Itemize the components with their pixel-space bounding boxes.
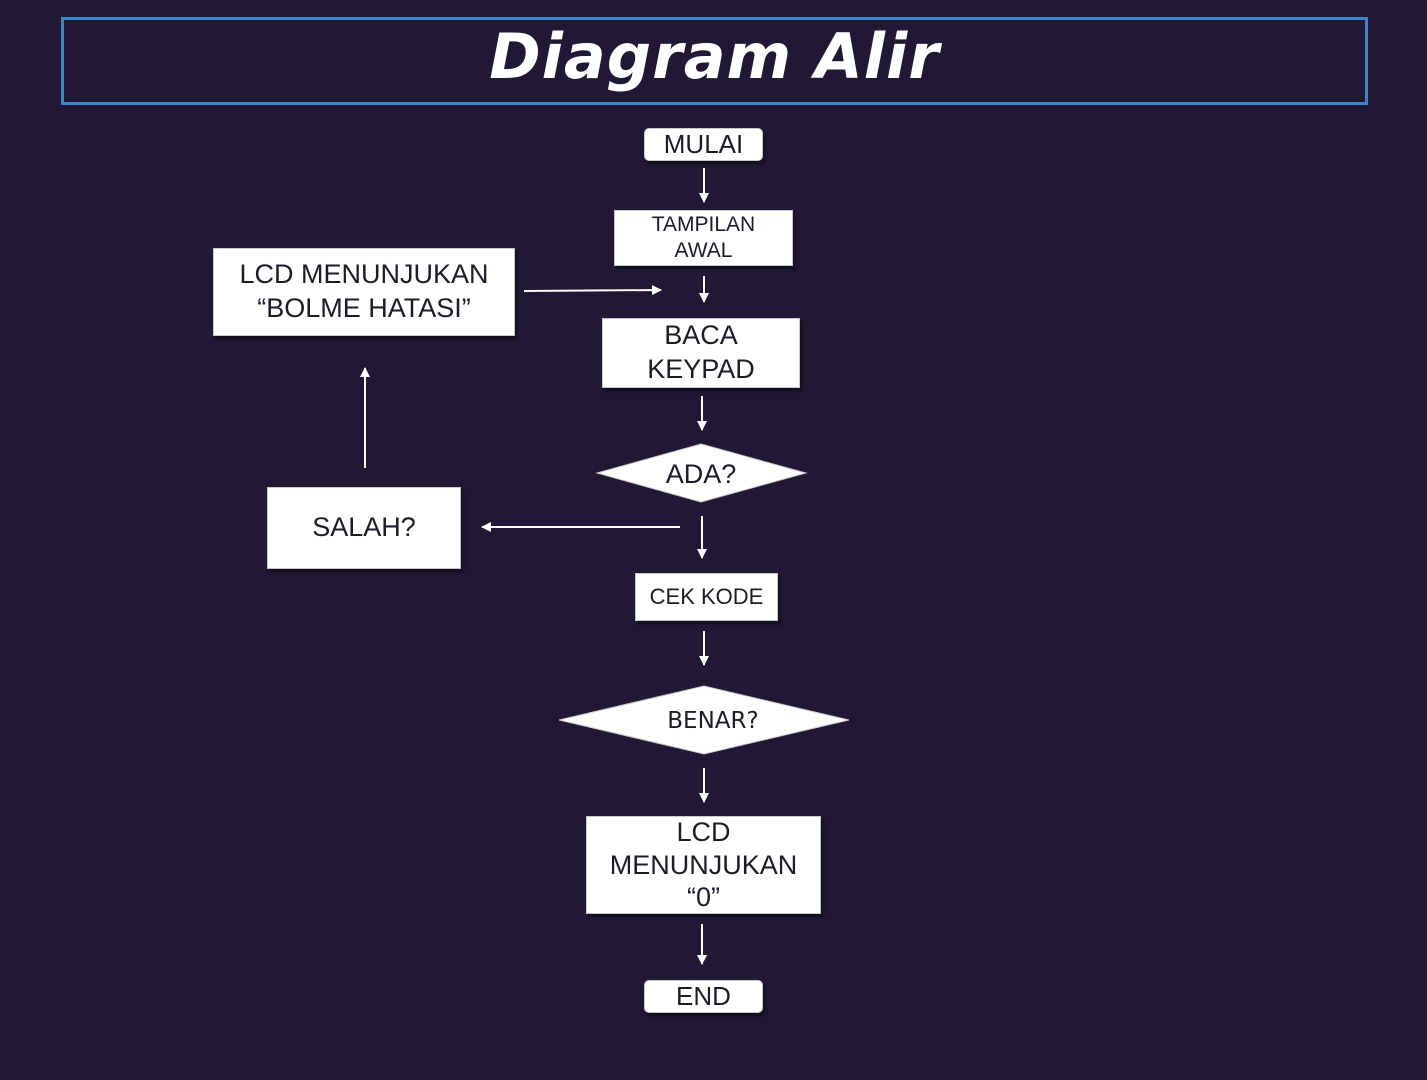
node-baca-keypad: BACA KEYPAD [602, 318, 800, 388]
diagram-title: Diagram Alir [489, 20, 940, 93]
decision-benar-label: BENAR? [667, 708, 759, 734]
node-cek-kode: CEK KODE [635, 573, 778, 621]
node-lcd-menunjukan-0: LCD MENUNJUKAN “0” [586, 816, 821, 914]
decision-ada-shape [595, 443, 808, 503]
decision-benar-shape [558, 685, 850, 755]
node-salah: SALAH? [267, 487, 461, 569]
node-tampilan-awal: TAMPILAN AWAL [614, 210, 793, 266]
title-frame: Diagram Alir [61, 17, 1368, 105]
arrow-bolme-to-loop [523, 285, 662, 296]
node-lcd-bolme-hatasi: LCD MENUNJUKAN “BOLME HATASI” [213, 248, 515, 336]
decision-ada-label: ADA? [665, 458, 737, 489]
node-mulai: MULAI [644, 128, 763, 161]
node-end: END [644, 980, 763, 1013]
